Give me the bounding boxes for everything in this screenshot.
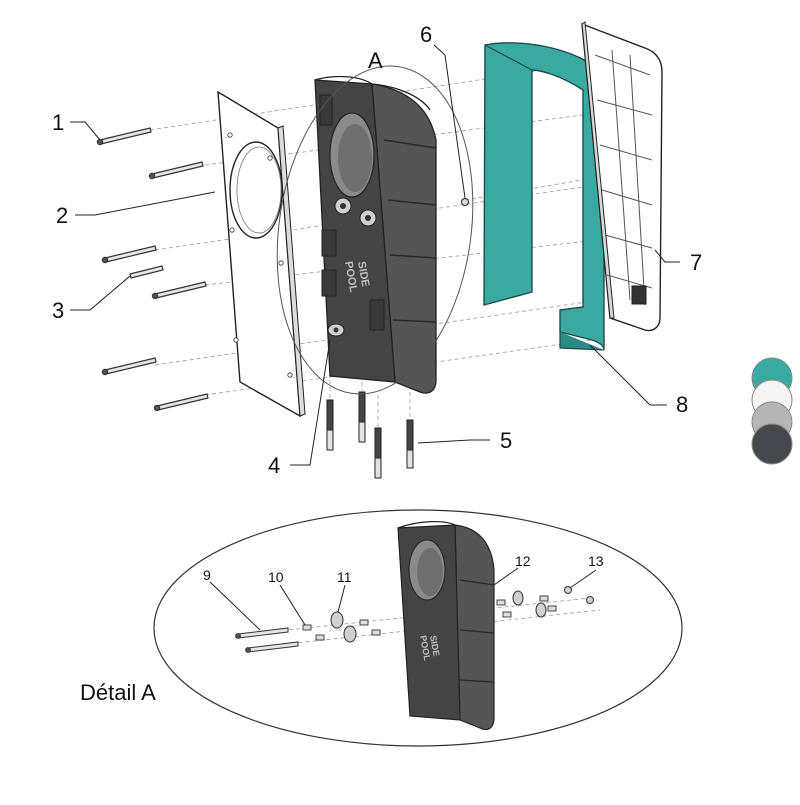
- callout-6: 6: [420, 22, 432, 47]
- callout-12: 12: [515, 553, 531, 569]
- callouts-detail: [209, 567, 597, 631]
- callout-2: 2: [56, 203, 68, 228]
- short-pin: [129, 265, 164, 279]
- side-text: SIDE: [355, 260, 371, 287]
- gasket-plate: [217, 90, 306, 418]
- detail-a-label: Détail A: [80, 680, 156, 705]
- detail-highlight-ellipse: [276, 65, 474, 395]
- swatch-dark[interactable]: [751, 423, 793, 465]
- callout-4: 4: [268, 453, 280, 478]
- callout-10: 10: [268, 569, 284, 585]
- callout-7: 7: [690, 250, 702, 275]
- callout-1: 1: [52, 110, 64, 135]
- pool-text: POOL: [342, 260, 359, 293]
- detail-bolts: [235, 627, 299, 653]
- back-frame: [581, 21, 663, 332]
- detail-side-text: SIDE: [428, 635, 441, 657]
- main-housing: POOL SIDE: [314, 75, 437, 394]
- detail-nuts: [564, 586, 594, 604]
- long-bolts: [96, 127, 209, 412]
- callout-5: 5: [500, 428, 512, 453]
- callout-a: A: [368, 48, 383, 73]
- detail-spacers: [330, 590, 547, 643]
- detail-pool-text: POOL: [418, 635, 432, 662]
- callout-8: 8: [676, 392, 688, 417]
- detail-a-ellipse: [153, 509, 683, 747]
- callouts-upper: [70, 44, 680, 466]
- callout-3: 3: [52, 298, 64, 323]
- callout-13: 13: [588, 553, 604, 569]
- detail-bushings: [302, 595, 557, 641]
- detail-housing: POOL SIDE: [397, 521, 495, 731]
- threaded-studs: [326, 391, 414, 479]
- cover-plate: [483, 42, 605, 351]
- callout-11: 11: [337, 569, 352, 585]
- callout-9: 9: [203, 567, 211, 583]
- small-nut: [461, 198, 469, 206]
- color-swatches: [751, 357, 793, 465]
